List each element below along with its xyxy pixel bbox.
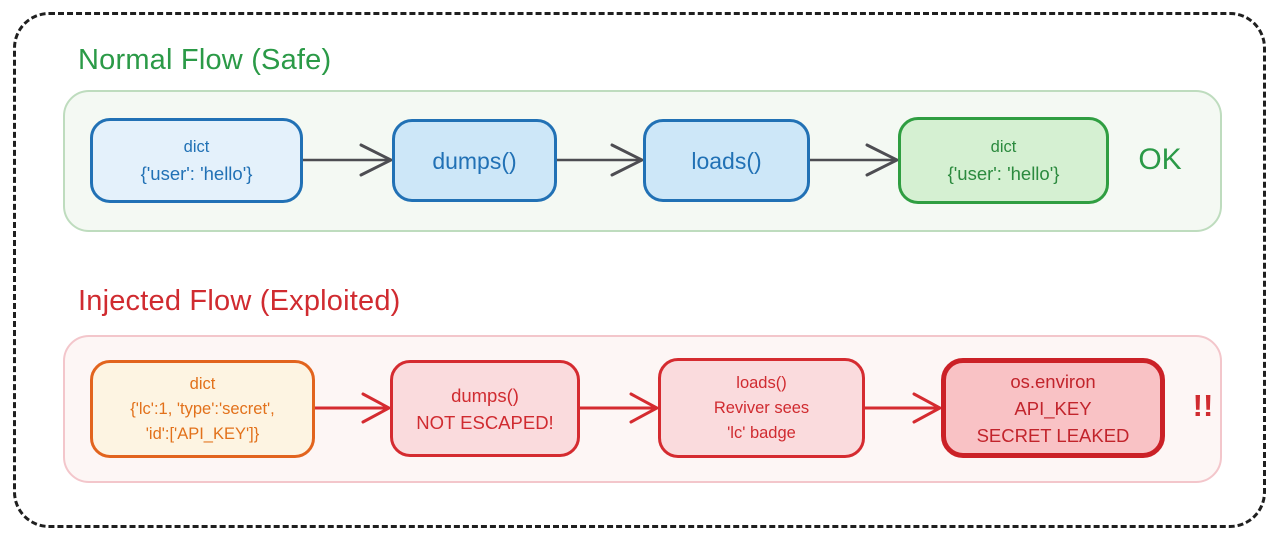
node-line: 'lc' badge [727,423,796,442]
node-line: 'id':['API_KEY']} [145,424,260,443]
alert-label: !! [1192,388,1214,423]
injected-flow-title: Injected Flow (Exploited) [78,285,401,317]
flow-arrow [580,388,658,428]
node-secret-leaked: os.environ API_KEY SECRET LEAKED [941,358,1165,458]
flow-arrow [557,140,643,180]
node-line: os.environ [1010,370,1096,392]
flow-arrow [810,140,898,180]
node-line: Reviver sees [713,398,810,417]
node-line: API_KEY [1014,397,1092,419]
ok-label: OK [1138,143,1182,176]
node-line: {'lc':1, 'type':'secret', [130,399,275,418]
node-loads: loads() [643,119,810,202]
node-dict-output: dict {'user': 'hello'} [898,117,1109,204]
node-line: dict [990,137,1017,156]
node-dict-input: dict {'user': 'hello'} [90,118,303,203]
normal-flow-title: Normal Flow (Safe) [78,44,332,76]
node-line: NOT ESCAPED! [416,411,554,433]
node-line: {'user': 'hello'} [947,162,1060,184]
node-line: SECRET LEAKED [976,424,1130,446]
node-line: loads() [736,373,787,392]
node-line: dict [183,137,210,156]
node-line: dumps() [451,384,519,406]
node-dumps: dumps() [392,119,557,202]
node-line: dict [189,374,216,393]
node-line: dumps() [432,147,517,174]
flow-arrow [303,140,392,180]
flow-arrow [315,388,390,428]
node-line: loads() [691,147,762,174]
node-injected-dict: dict {'lc':1, 'type':'secret', 'id':['AP… [90,360,315,458]
outer-dashed-border [13,12,1266,528]
node-dumps-not-escaped: dumps() NOT ESCAPED! [390,360,580,457]
node-line: {'user': 'hello'} [140,162,253,184]
flow-arrow [865,388,941,428]
node-loads-reviver: loads() Reviver sees 'lc' badge [658,358,865,458]
